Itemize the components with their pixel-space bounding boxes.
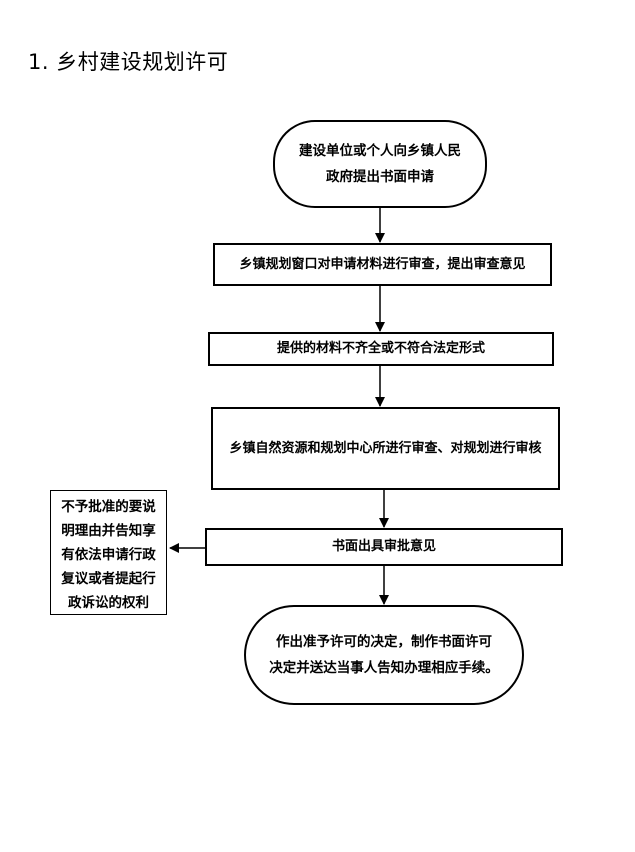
rejection-note-box: 不予批准的要说 明理由并告知享 有依法申请行政 复议或者提起行 政诉讼的权利 [50, 490, 167, 615]
start-node-text: 建设单位或个人向乡镇人民 政府提出书面申请 [299, 143, 461, 185]
center-review-node: 乡镇自然资源和规划中心所进行审查、对规划进行审核 [211, 407, 560, 490]
window-review-text: 乡镇规划窗口对申请材料进行审查，提出审查意见 [239, 256, 526, 272]
window-review-node: 乡镇规划窗口对申请材料进行审查，提出审查意见 [213, 243, 552, 286]
approve-decision-node: 作出准予许可的决定，制作书面许可 决定并送达当事人告知办理相应手续。 [244, 605, 524, 705]
materials-incomplete-text: 提供的材料不齐全或不符合法定形式 [276, 341, 485, 356]
page-title: 1. 乡村建设规划许可 [28, 50, 229, 74]
written-opinion-node: 书面出具审批意见 [205, 528, 563, 566]
approve-decision-text: 作出准予许可的决定，制作书面许可 决定并送达当事人告知办理相应手续。 [269, 634, 499, 676]
materials-incomplete-node: 提供的材料不齐全或不符合法定形式 [208, 332, 554, 366]
start-node: 建设单位或个人向乡镇人民 政府提出书面申请 [273, 120, 487, 208]
written-opinion-text: 书面出具审批意见 [331, 539, 436, 554]
center-review-text: 乡镇自然资源和规划中心所进行审查、对规划进行审核 [229, 440, 542, 456]
